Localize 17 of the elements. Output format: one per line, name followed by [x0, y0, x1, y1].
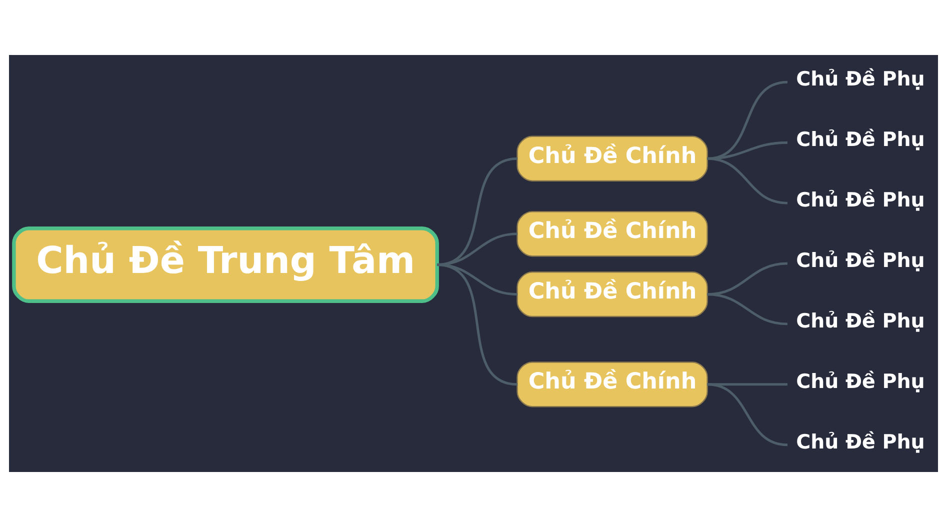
node-text: Chủ Đề Phụ	[796, 430, 925, 454]
connector	[707, 157, 788, 204]
node-box: Chủ Đề Chính	[516, 272, 708, 318]
node-text: Chủ Đề Phụ	[796, 68, 925, 91]
node-text: Chủ Đề Phụ	[796, 128, 925, 152]
node-text: Chủ Đề Phụ	[796, 188, 925, 212]
connector	[707, 383, 788, 386]
node-text: Chủ Đề Phụ	[796, 248, 925, 272]
node-box: Chủ Đề Trung Tâm	[12, 226, 439, 303]
node-box: Chủ Đề Chính	[516, 362, 708, 408]
connector	[707, 383, 788, 446]
node-text: Chủ Đề Phụ	[796, 309, 925, 332]
node-box: Chủ Đề Chính	[516, 136, 708, 182]
connector	[707, 293, 788, 326]
node-text: Chủ Đề Phụ	[796, 370, 925, 393]
connector	[436, 264, 518, 386]
node-box: Chủ Đề Chính	[516, 211, 708, 257]
